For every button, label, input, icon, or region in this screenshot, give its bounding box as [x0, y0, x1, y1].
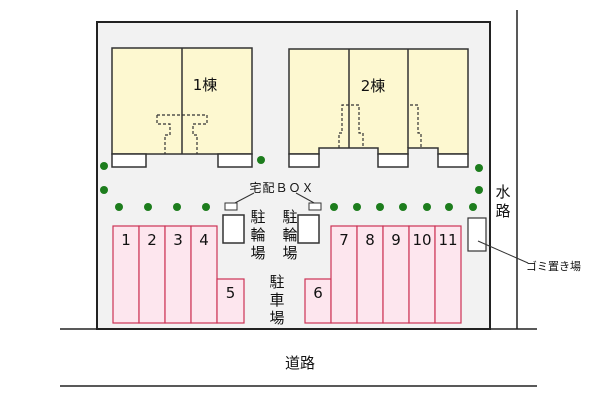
stairs-outline — [338, 104, 422, 148]
parking-space-number: 3 — [173, 231, 183, 249]
balcony — [217, 153, 253, 168]
parking-space: 1 — [112, 225, 140, 324]
car-parking-label: 駐 車 場 — [269, 273, 284, 327]
parking-space: 4 — [190, 225, 218, 324]
parking-space: 5 — [216, 278, 245, 324]
svg-text:場: 場 — [282, 244, 297, 262]
bicycle-parking-area — [297, 214, 320, 244]
tree-icon — [423, 203, 431, 211]
svg-text:輪: 輪 — [250, 226, 265, 244]
waterway-label-1: 水 — [495, 183, 510, 201]
parking-space-number: 2 — [147, 231, 157, 249]
parking-space: 11 — [434, 225, 462, 324]
stairs-outline — [156, 114, 208, 154]
tree-icon — [115, 203, 123, 211]
parking-space-number: 5 — [226, 284, 236, 302]
svg-text:場: 場 — [269, 309, 284, 327]
tree-icon — [100, 162, 108, 170]
garbage-area-label: ゴミ置き場 — [526, 259, 581, 273]
parking-space: 3 — [164, 225, 192, 324]
parking-space: 8 — [356, 225, 384, 324]
parking-space: 6 — [304, 278, 332, 324]
parking-space: 7 — [330, 225, 358, 324]
svg-text:駐: 駐 — [269, 273, 284, 291]
parking-space-number: 11 — [438, 231, 457, 249]
tree-icon — [445, 203, 453, 211]
trees — [100, 156, 483, 211]
building-1-label: 1棟 — [193, 76, 218, 94]
bicycle-parking-label-left: 駐 輪 場 — [250, 208, 265, 262]
parking-space-number: 9 — [391, 231, 401, 249]
bicycle-parking-area — [222, 214, 245, 244]
garbage-area — [467, 217, 487, 252]
balcony — [288, 153, 320, 168]
parking-space: 9 — [382, 225, 410, 324]
parking-space-number: 4 — [199, 231, 209, 249]
building-1: 1棟 — [111, 47, 253, 168]
parking-space-number: 8 — [365, 231, 375, 249]
tree-icon — [399, 203, 407, 211]
tree-icon — [475, 164, 483, 172]
svg-text:場: 場 — [250, 244, 265, 262]
building-2-label: 2棟 — [361, 77, 386, 95]
svg-text:車: 車 — [269, 291, 284, 309]
bicycle-parking-label-right: 駐 輪 場 — [282, 208, 297, 262]
tree-icon — [475, 186, 483, 194]
parking-space-number: 1 — [121, 231, 131, 249]
parking-space-number: 7 — [339, 231, 349, 249]
balcony — [437, 153, 469, 168]
svg-text:輪: 輪 — [282, 226, 297, 244]
parking-space-number: 10 — [412, 231, 431, 249]
tree-icon — [173, 203, 181, 211]
delivery-box-label: 宅配ＢＯＸ — [249, 180, 314, 195]
road-label: 道路 — [285, 354, 315, 372]
svg-text:駐: 駐 — [282, 208, 297, 226]
tree-icon — [469, 203, 477, 211]
svg-text:駐: 駐 — [250, 208, 265, 226]
parking-space: 2 — [138, 225, 166, 324]
building-2: 2棟 — [288, 48, 469, 168]
tree-icon — [376, 203, 384, 211]
tree-icon — [202, 203, 210, 211]
tree-icon — [330, 203, 338, 211]
balcony — [377, 153, 409, 168]
delivery-box — [308, 202, 322, 211]
parking-space: 10 — [408, 225, 436, 324]
tree-icon — [353, 203, 361, 211]
tree-icon — [257, 156, 265, 164]
parking-space-number: 6 — [313, 284, 323, 302]
waterway-label-2: 路 — [495, 202, 510, 220]
tree-icon — [144, 203, 152, 211]
balcony — [111, 153, 147, 168]
tree-icon — [100, 186, 108, 194]
delivery-box — [224, 202, 238, 211]
